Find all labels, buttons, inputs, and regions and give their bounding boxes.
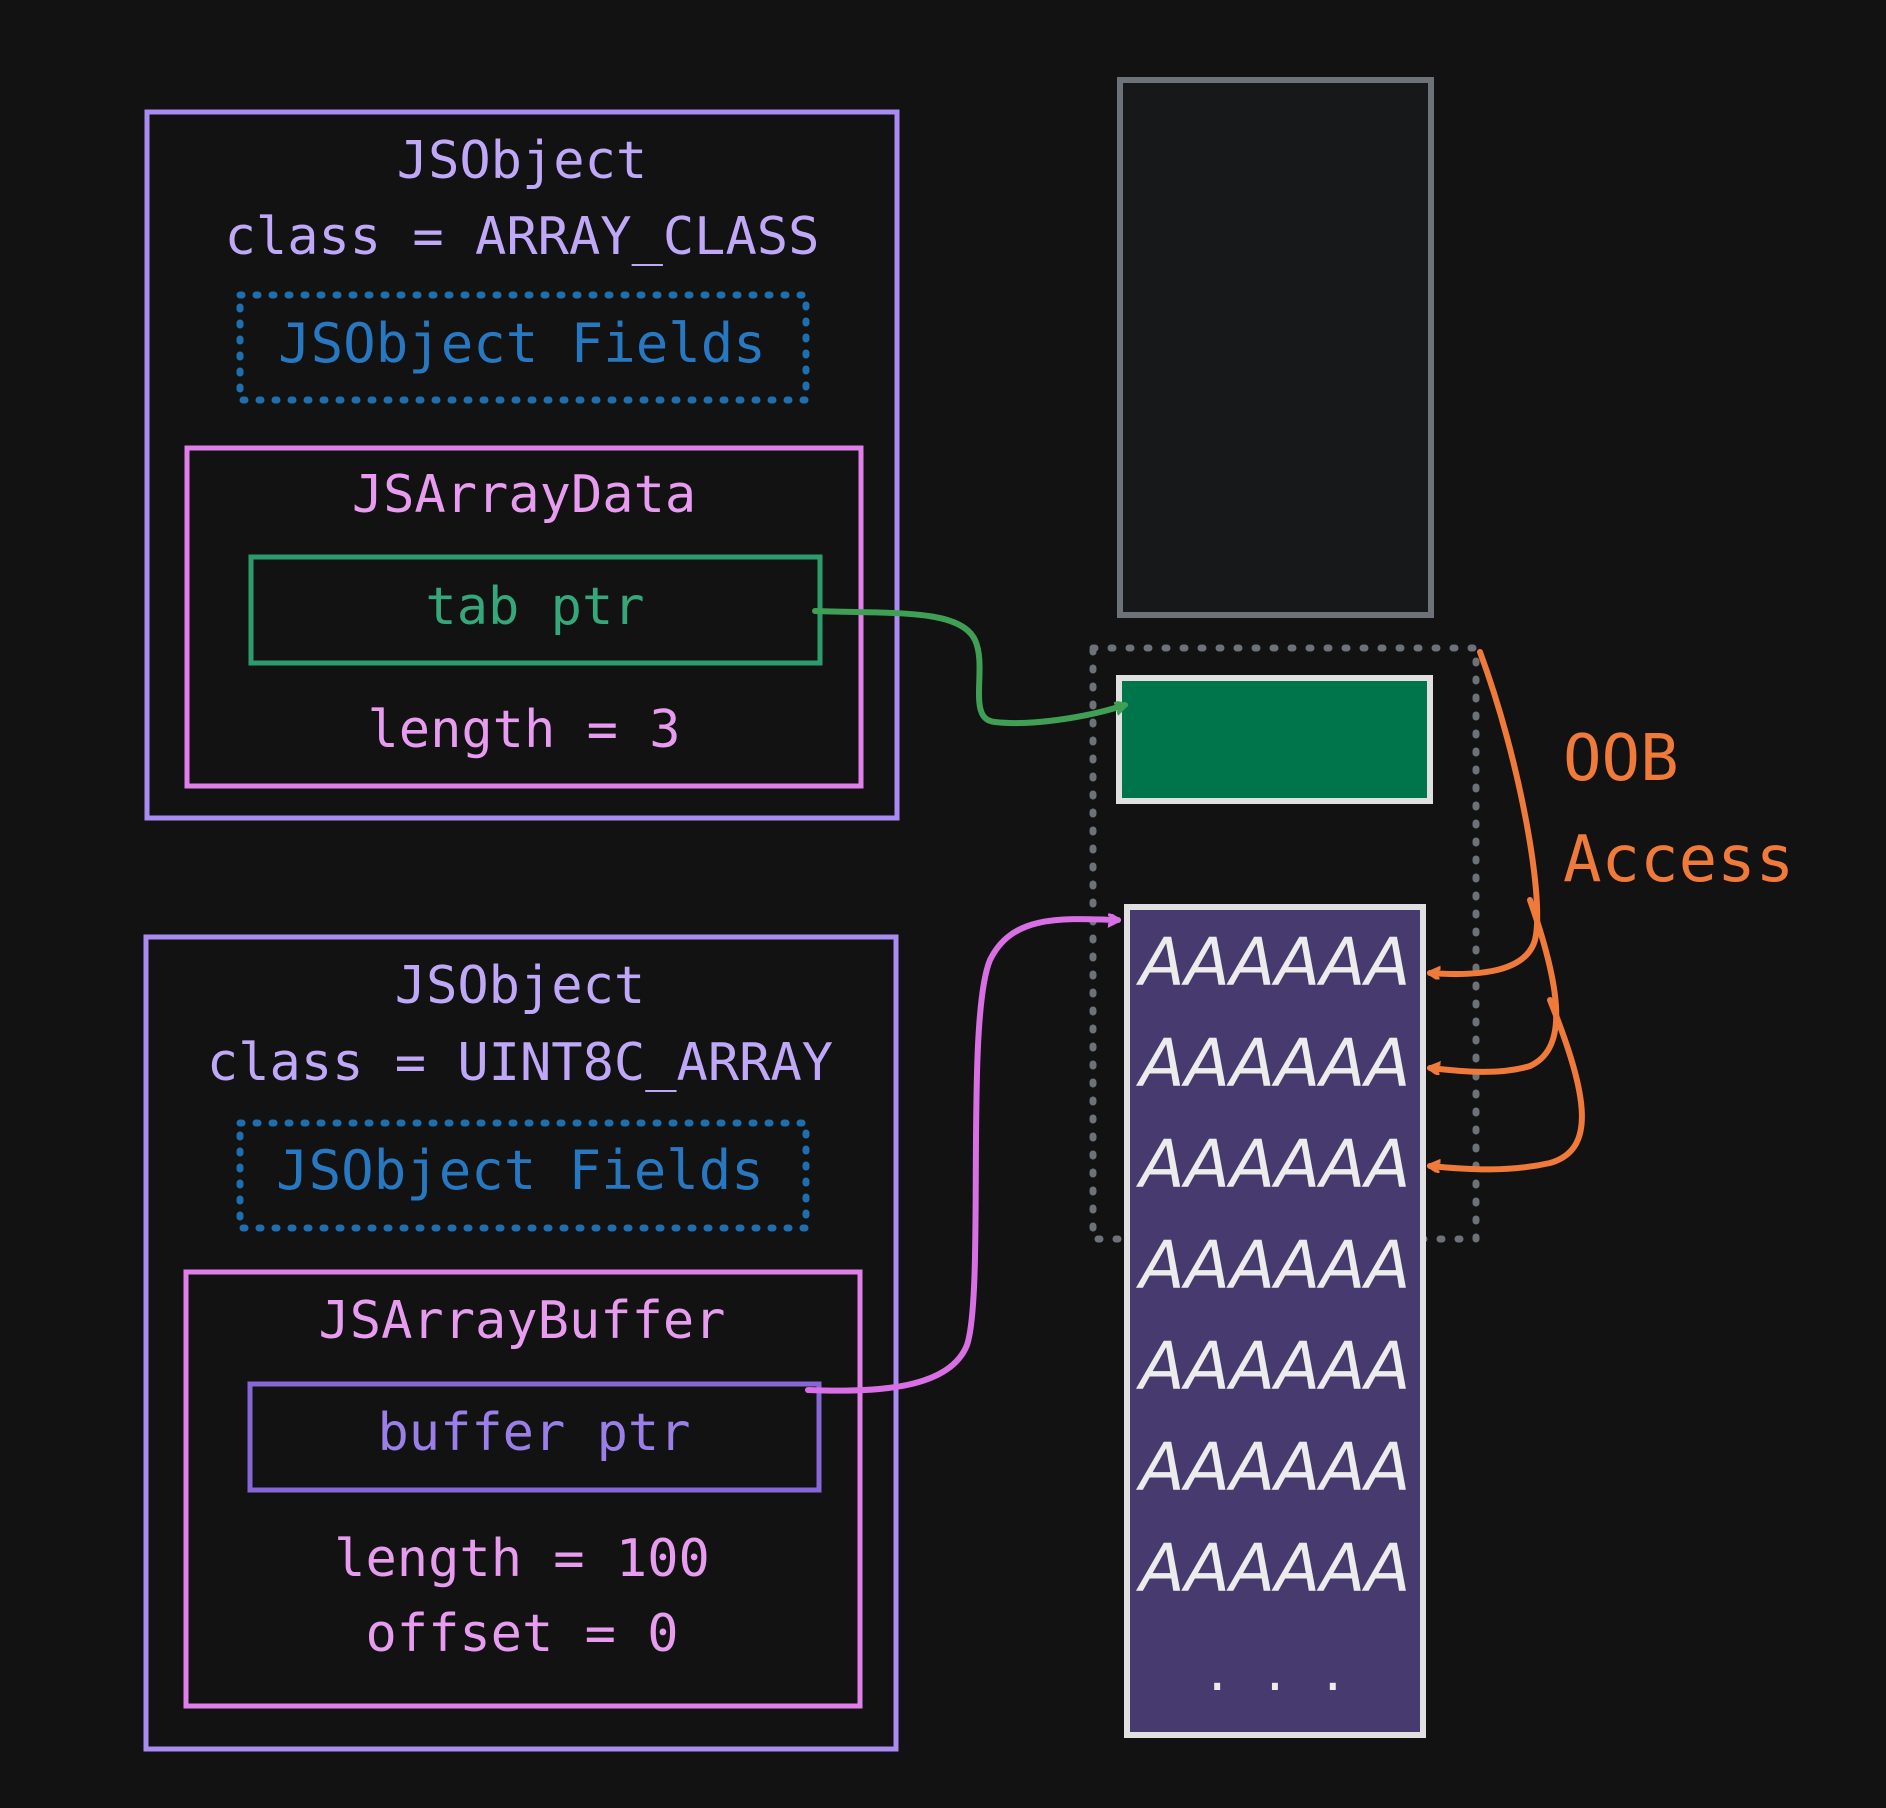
unrelated-memory-block — [1117, 77, 1434, 618]
array-class-label: class = ARRAY_CLASS — [225, 207, 820, 267]
buffer-row-4: AAAAAA — [1136, 1227, 1411, 1304]
oob-arrows — [1427, 649, 1585, 1169]
typed-array-class-label: class = UINT8C_ARRAY — [207, 1033, 833, 1093]
oob-region-outline — [1089, 644, 1480, 1243]
typed-array-jsobject-title: JSObject — [395, 956, 645, 1016]
buffer-row-7: AAAAAA — [1136, 1530, 1411, 1607]
array-fields-label: JSObject Fields — [278, 312, 766, 375]
oob-label-line-1: OOB — [1563, 722, 1679, 796]
memory-column: AAAAAA AAAAAA AAAAAA AAAAAA AAAAAA AAAAA… — [1089, 77, 1480, 1738]
tab-ptr-arrow — [812, 608, 1128, 727]
oob-access-label: OOB Access — [1563, 722, 1794, 897]
buffer-length-label: length = 100 — [334, 1529, 710, 1589]
array-jsobject-title: JSObject — [397, 131, 647, 191]
oob-arrow-row-2 — [1427, 897, 1560, 1072]
buffer-row-1: AAAAAA — [1136, 924, 1411, 1001]
js-array-buffer-box — [183, 1269, 863, 1709]
array-jsobject: JSObject class = ARRAY_CLASS JSObject Fi… — [144, 109, 900, 821]
buffer-offset-label: offset = 0 — [365, 1604, 678, 1664]
typed-array-jsobject: JSObject class = UINT8C_ARRAY JSObject F… — [143, 934, 899, 1752]
oob-label-line-2: Access — [1563, 823, 1794, 897]
typed-array-fields-label: JSObject Fields — [276, 1139, 764, 1202]
tab-memory-block — [1116, 675, 1433, 804]
js-array-buffer-title: JSArrayBuffer — [319, 1291, 726, 1351]
buffer-row-5: AAAAAA — [1136, 1328, 1411, 1405]
buffer-row-6: AAAAAA — [1136, 1429, 1411, 1506]
buffer-ptr-arrow — [805, 919, 1121, 1394]
buffer-row-2: AAAAAA — [1136, 1025, 1411, 1102]
array-jsobject-box — [144, 109, 900, 821]
oob-arrow-row-3 — [1427, 997, 1585, 1169]
buffer-row-3: AAAAAA — [1136, 1126, 1411, 1203]
js-array-data-box — [184, 445, 864, 789]
tab-ptr-label: tab ptr — [425, 577, 644, 637]
buffer-ellipsis: . . . — [1203, 1646, 1348, 1702]
buffer-ptr-label: buffer ptr — [377, 1403, 690, 1463]
typed-array-jsobject-box — [143, 934, 899, 1752]
array-length-label: length = 3 — [367, 700, 680, 760]
buffer-memory-block — [1124, 904, 1426, 1738]
js-array-data-title: JSArrayData — [352, 465, 696, 525]
buffer-ptr-box — [247, 1381, 822, 1493]
oob-arrow-row-1 — [1427, 649, 1541, 974]
